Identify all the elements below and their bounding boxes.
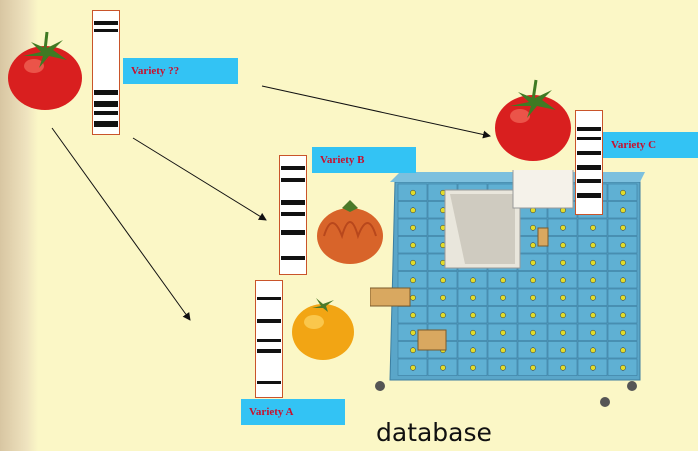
arrow-to-variety-c — [261, 85, 491, 139]
tomato-icon — [495, 79, 571, 161]
label-variety-a: Variety A — [241, 399, 345, 425]
database-caption: database — [376, 418, 492, 447]
dna-barcode-icon — [279, 155, 307, 275]
oxheart-tomato-icon — [317, 200, 383, 264]
label-unknown-variety: Variety ?? — [123, 58, 238, 84]
dna-barcode-icon — [92, 10, 120, 135]
yellow-tomato-icon — [292, 298, 354, 360]
file-cabinet-icon — [370, 170, 645, 407]
arrow-to-variety-b — [132, 137, 267, 221]
arrow-to-variety-a — [51, 127, 191, 321]
label-variety-b: Variety B — [312, 147, 416, 173]
dna-barcode-icon — [575, 110, 603, 215]
tomato-icon — [8, 31, 82, 110]
dna-barcode-icon — [255, 280, 283, 398]
label-variety-c: Variety C — [603, 132, 698, 158]
